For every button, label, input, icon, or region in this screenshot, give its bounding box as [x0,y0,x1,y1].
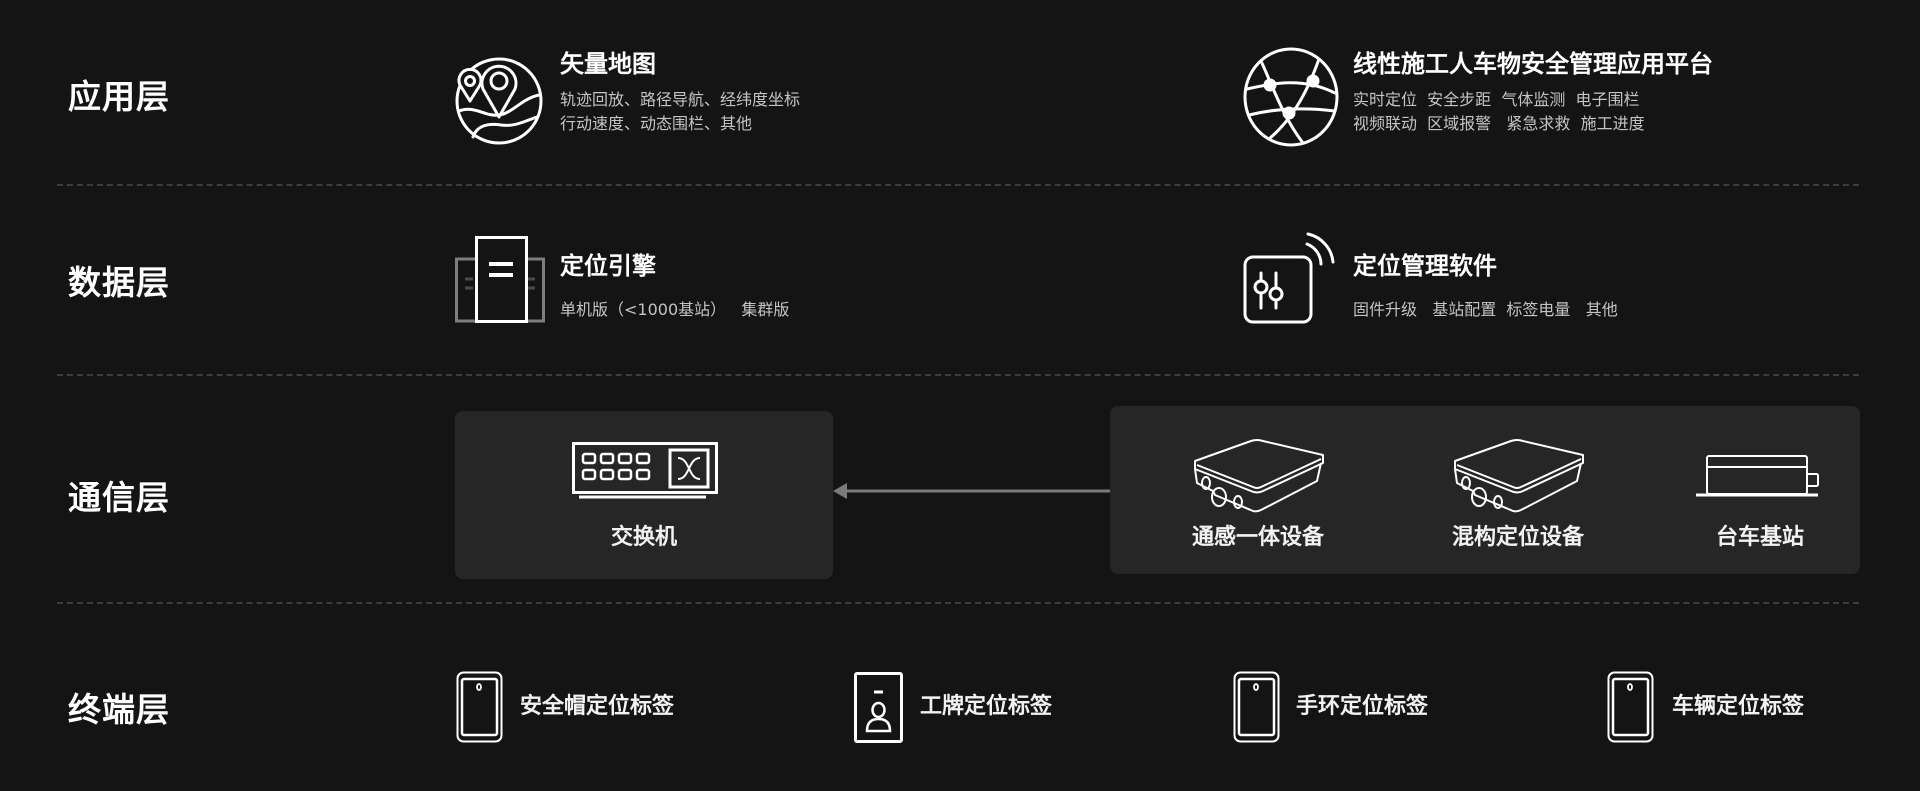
helmet-tag-icon [456,671,503,743]
layer-label-application: 应用层 [68,77,170,116]
item-title-vector-map: 矢量地图 [560,50,656,78]
network-globe-icon [1243,47,1339,147]
network-switch-icon [572,442,718,499]
outdoor-device-icon [1193,439,1325,513]
layer-label-data: 数据层 [68,263,170,302]
layer-label-terminal: 终端层 [68,690,170,729]
item-desc-management-software: 固件升级 基站配置 标签电量 其他 [1353,300,1618,319]
item-desc-positioning-engine: 单机版（<1000基站） 集群版 [560,300,790,319]
device-label: 通感一体设备 [1191,525,1324,550]
item-desc-platform-1: 实时定位 安全步距 气体监测 电子围栏 [1353,90,1640,109]
device-label: 台车基站 [1715,525,1804,550]
tag-label: 车辆定位标签 [1672,694,1805,719]
layer-label-communication: 通信层 [68,478,170,517]
tag-label: 安全帽定位标签 [520,694,675,719]
server-icon [455,236,547,324]
vehicle-tag-icon [1607,671,1654,743]
wristband-tag-icon [1233,671,1280,743]
switch-panel: 交换机 [455,411,833,579]
item-desc-vector-map-1: 轨迹回放、路径导航、经纬度坐标 [560,90,801,109]
wireless-control-icon [1243,232,1337,324]
item-title-platform: 线性施工人车物安全管理应用平台 [1353,50,1713,78]
item-desc-platform-2: 视频联动 区域报警 紧急求救 施工进度 [1353,114,1645,133]
item-desc-vector-map-2: 行动速度、动态围栏、其他 [560,114,753,133]
device-label: 混构定位设备 [1451,525,1584,550]
switch-label: 交换机 [610,525,677,550]
item-title-positioning-engine: 定位引擎 [560,252,656,280]
base-station-icon [1696,455,1820,497]
divider [57,374,1859,376]
tag-label: 手环定位标签 [1296,694,1429,719]
tag-label: 工牌定位标签 [920,694,1053,719]
item-title-management-software: 定位管理软件 [1353,252,1497,280]
map-pin-globe-icon [455,45,543,145]
devices-panel: 通感一体设备 混构定位设备 台车基站 [1110,406,1860,574]
arrow-left-icon [833,482,1111,500]
divider [57,184,1859,186]
divider [57,602,1859,604]
badge-tag-icon [854,672,903,743]
outdoor-device-icon [1453,439,1585,513]
